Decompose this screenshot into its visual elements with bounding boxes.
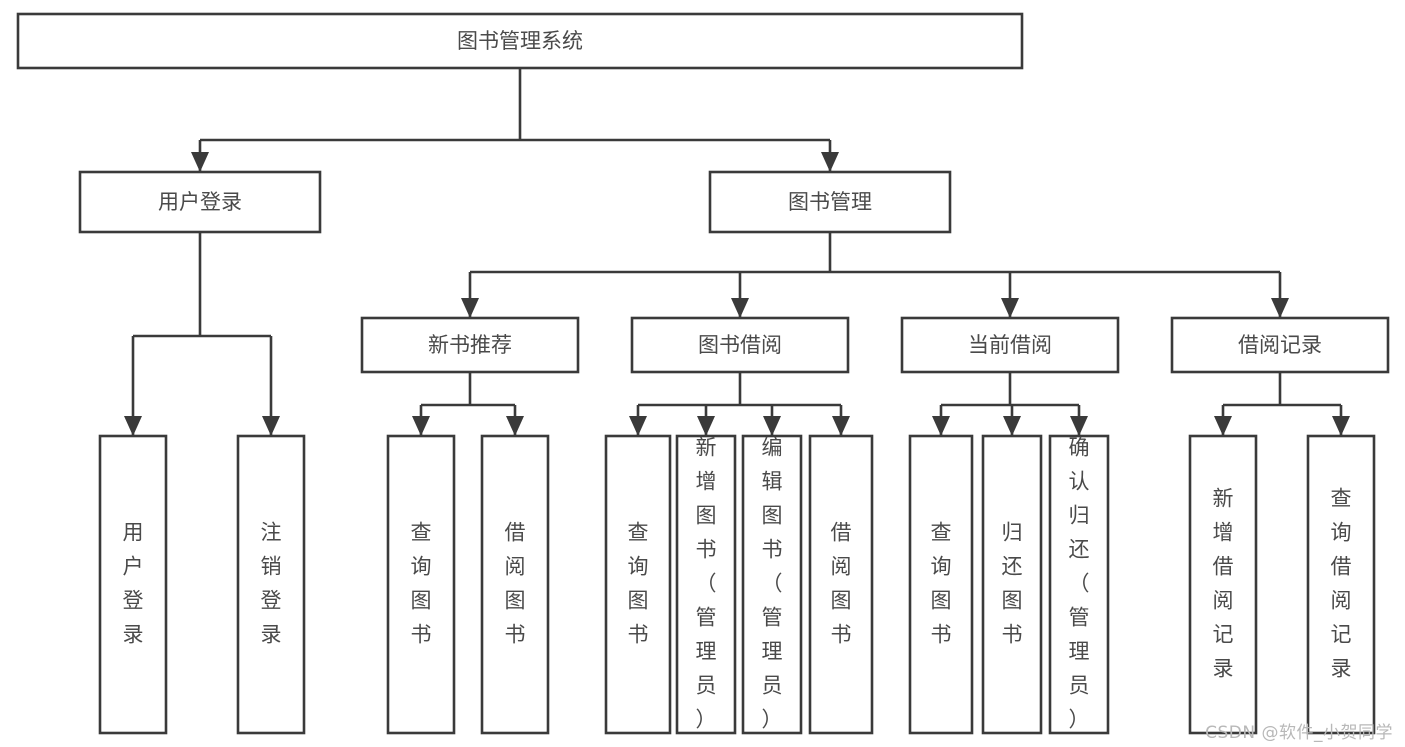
connector-arrow: [124, 416, 142, 436]
node-cb-confirm-return[interactable]: 确认归还（管理员）: [1048, 434, 1110, 735]
node-box-user-login: [78, 170, 322, 234]
node-cb-query-book[interactable]: 查询图书: [908, 434, 974, 735]
nodes-layer: 图书管理系统用户登录用户登录注销登录图书管理新书推荐查询图书借阅图书图书借阅查询…: [16, 12, 1390, 735]
node-box-book-manage: [708, 170, 952, 234]
node-box-nb-borrow-book: [480, 434, 550, 735]
node-label-book-borrow: 图书借阅: [698, 333, 782, 357]
node-box-bb-add-book: [675, 434, 737, 735]
node-box-borrow-record: [1170, 316, 1390, 374]
node-label-bb-add-book: 新增图书（管理员）: [696, 436, 717, 732]
connector-arrow: [506, 416, 524, 436]
connector-arrow: [1214, 416, 1232, 436]
node-label-root: 图书管理系统: [457, 29, 583, 53]
node-box-book-borrow: [630, 316, 850, 374]
node-root[interactable]: 图书管理系统: [16, 12, 1024, 70]
node-label-current-borrow: 当前借阅: [968, 333, 1052, 357]
node-br-query-record[interactable]: 查询借阅记录: [1306, 434, 1376, 735]
connector-arrow: [932, 416, 950, 436]
node-label-new-book-recommend: 新书推荐: [428, 333, 512, 357]
node-book-borrow[interactable]: 图书借阅: [630, 316, 850, 374]
connector-arrow: [262, 416, 280, 436]
connectors-layer: [124, 68, 1350, 436]
connector-arrow: [697, 416, 715, 436]
node-borrow-record[interactable]: 借阅记录: [1170, 316, 1390, 374]
node-label-bb-edit-book: 编辑图书（管理员）: [762, 436, 783, 732]
node-label-book-manage: 图书管理: [788, 190, 872, 214]
node-label-bb-query-book: 查询图书: [628, 521, 649, 647]
connector-arrow: [1003, 416, 1021, 436]
connector-arrow: [1332, 416, 1350, 436]
node-label-borrow-record: 借阅记录: [1238, 333, 1322, 357]
connector-arrow: [821, 152, 839, 172]
node-br-add-record[interactable]: 新增借阅记录: [1188, 434, 1258, 735]
node-label-br-add-record: 新增借阅记录: [1213, 487, 1234, 681]
node-box-cb-return-book: [981, 434, 1043, 735]
node-bb-edit-book[interactable]: 编辑图书（管理员）: [741, 434, 803, 735]
connector-arrow: [1070, 416, 1088, 436]
connector-arrow: [832, 416, 850, 436]
node-nb-query-book[interactable]: 查询图书: [386, 434, 456, 735]
node-current-borrow[interactable]: 当前借阅: [900, 316, 1120, 374]
node-nb-borrow-book[interactable]: 借阅图书: [480, 434, 550, 735]
connector-arrow: [412, 416, 430, 436]
node-box-cb-confirm-return: [1048, 434, 1110, 735]
connector-arrow: [1001, 298, 1019, 318]
node-box-cb-query-book: [908, 434, 974, 735]
node-book-manage[interactable]: 图书管理: [708, 170, 952, 234]
node-box-root: [16, 12, 1024, 70]
node-label-cb-return-book: 归还图书: [1002, 521, 1023, 647]
node-box-bb-query-book: [604, 434, 672, 735]
node-bb-borrow-book[interactable]: 借阅图书: [808, 434, 874, 735]
node-box-nb-query-book: [386, 434, 456, 735]
node-new-book-recommend[interactable]: 新书推荐: [360, 316, 580, 374]
node-label-nb-query-book: 查询图书: [411, 521, 432, 647]
connector-arrow: [1271, 298, 1289, 318]
node-label-br-query-record: 查询借阅记录: [1331, 487, 1352, 681]
node-box-bb-edit-book: [741, 434, 803, 735]
connector-arrow: [191, 152, 209, 172]
node-box-user-logout-leaf: [236, 434, 306, 735]
node-label-user-login-leaf: 用户登录: [123, 521, 144, 647]
node-bb-query-book[interactable]: 查询图书: [604, 434, 672, 735]
connector-arrow: [731, 298, 749, 318]
node-user-login-leaf[interactable]: 用户登录: [98, 434, 168, 735]
node-box-user-login-leaf: [98, 434, 168, 735]
node-label-nb-borrow-book: 借阅图书: [505, 521, 526, 647]
connector-arrow: [763, 416, 781, 436]
node-box-bb-borrow-book: [808, 434, 874, 735]
node-user-logout-leaf[interactable]: 注销登录: [236, 434, 306, 735]
node-box-current-borrow: [900, 316, 1120, 374]
node-label-cb-query-book: 查询图书: [931, 521, 952, 647]
node-label-bb-borrow-book: 借阅图书: [831, 521, 852, 647]
node-box-br-query-record: [1306, 434, 1376, 735]
node-box-br-add-record: [1188, 434, 1258, 735]
node-box-new-book-recommend: [360, 316, 580, 374]
node-cb-return-book[interactable]: 归还图书: [981, 434, 1043, 735]
node-label-user-login: 用户登录: [158, 190, 242, 214]
connector-arrow: [629, 416, 647, 436]
node-label-user-logout-leaf: 注销登录: [261, 521, 282, 647]
connector-arrow: [461, 298, 479, 318]
node-bb-add-book[interactable]: 新增图书（管理员）: [675, 434, 737, 735]
node-user-login[interactable]: 用户登录: [78, 170, 322, 234]
node-label-cb-confirm-return: 确认归还（管理员）: [1069, 436, 1090, 732]
